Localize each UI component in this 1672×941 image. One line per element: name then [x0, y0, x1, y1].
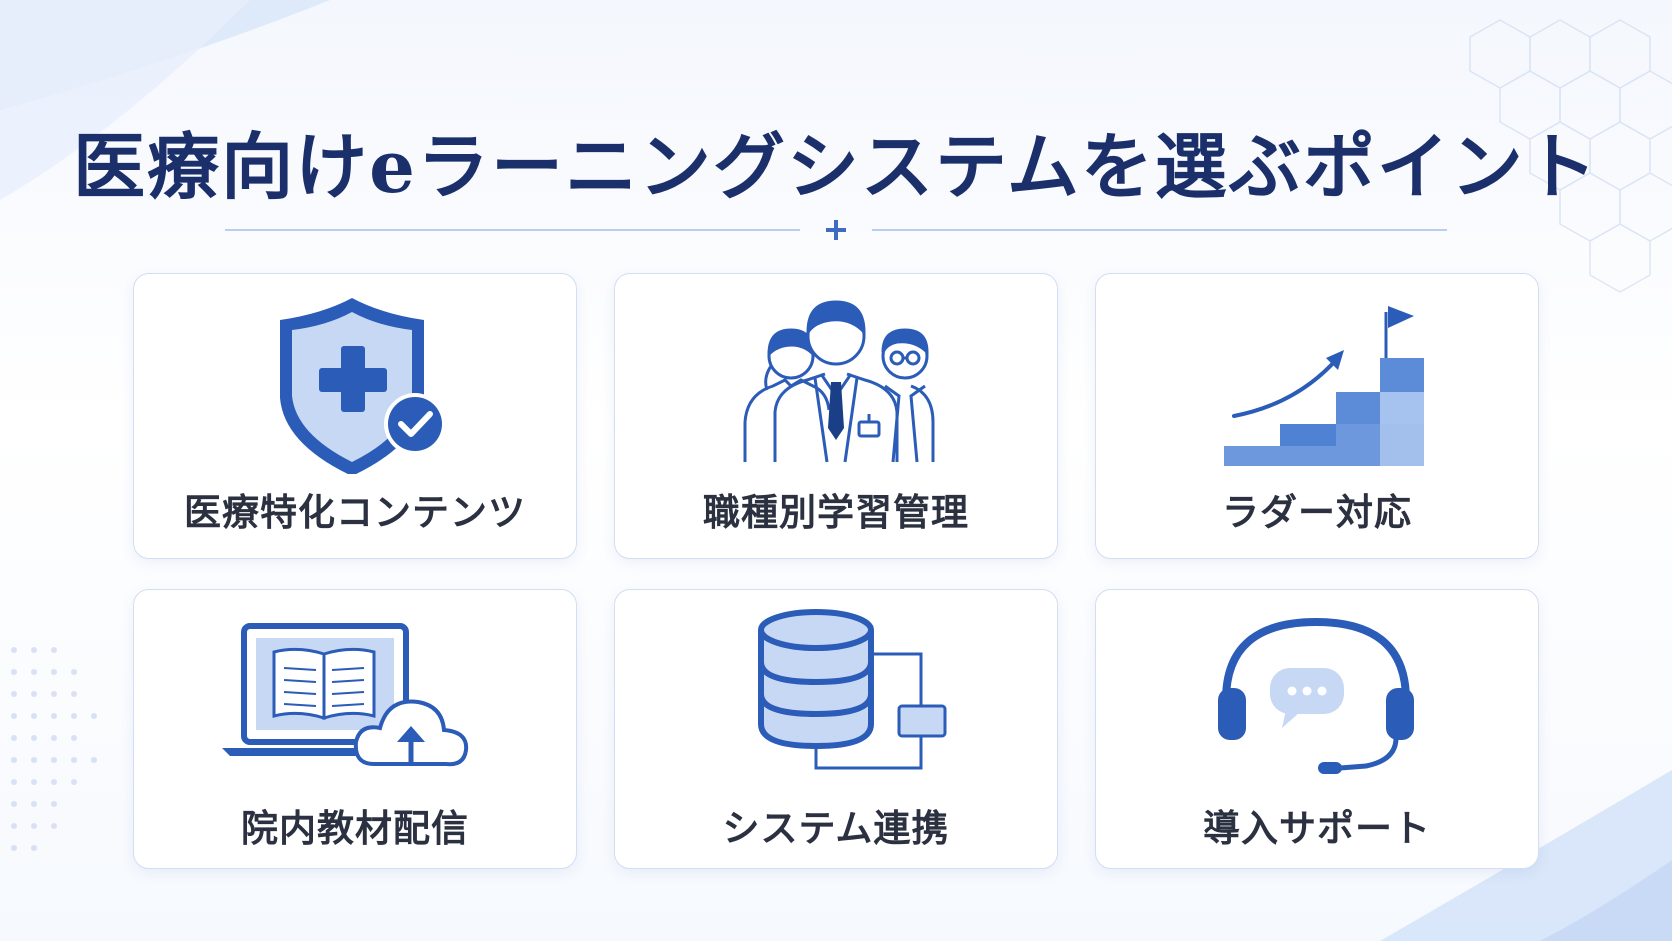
page-title: 医療向けeラーニングシステムを選ぶポイント [73, 124, 1599, 209]
hexagon-pattern-decoration [1469, 19, 1672, 293]
title-divider [225, 220, 1447, 240]
feature-label: 医療特化コンテンツ [184, 491, 526, 534]
career-ladder-stairs-flag-icon [1224, 306, 1424, 466]
feature-label: 院内教材配信 [241, 807, 469, 850]
feature-card-onboarding-support: 導入サポート [1095, 589, 1539, 869]
laptop-book-cloud-upload-icon [222, 623, 469, 767]
chat-bubble-icon [1270, 668, 1344, 728]
feature-card-content-delivery: 院内教材配信 [133, 589, 577, 869]
feature-card-medical-content: 医療特化コンテンツ [133, 273, 577, 559]
dot-pattern-decoration [11, 647, 97, 851]
medical-staff-group-icon [743, 300, 935, 463]
book-icon [272, 647, 376, 721]
shield-medical-cross-check-icon [280, 298, 446, 474]
feature-label: 職種別学習管理 [703, 491, 969, 534]
feature-label: システム連携 [722, 807, 950, 850]
plus-icon [826, 220, 846, 240]
database-connection-icon [758, 609, 947, 770]
feature-card-role-learning: 職種別学習管理 [614, 273, 1058, 559]
feature-card-system-integration: システム連携 [614, 589, 1058, 869]
feature-label: 導入サポート [1203, 807, 1431, 850]
feature-label: ラダー対応 [1222, 491, 1412, 534]
headset-chat-support-icon [1218, 617, 1414, 774]
cloud-upload-icon [353, 699, 469, 767]
feature-card-ladder: ラダー対応 [1095, 273, 1539, 559]
